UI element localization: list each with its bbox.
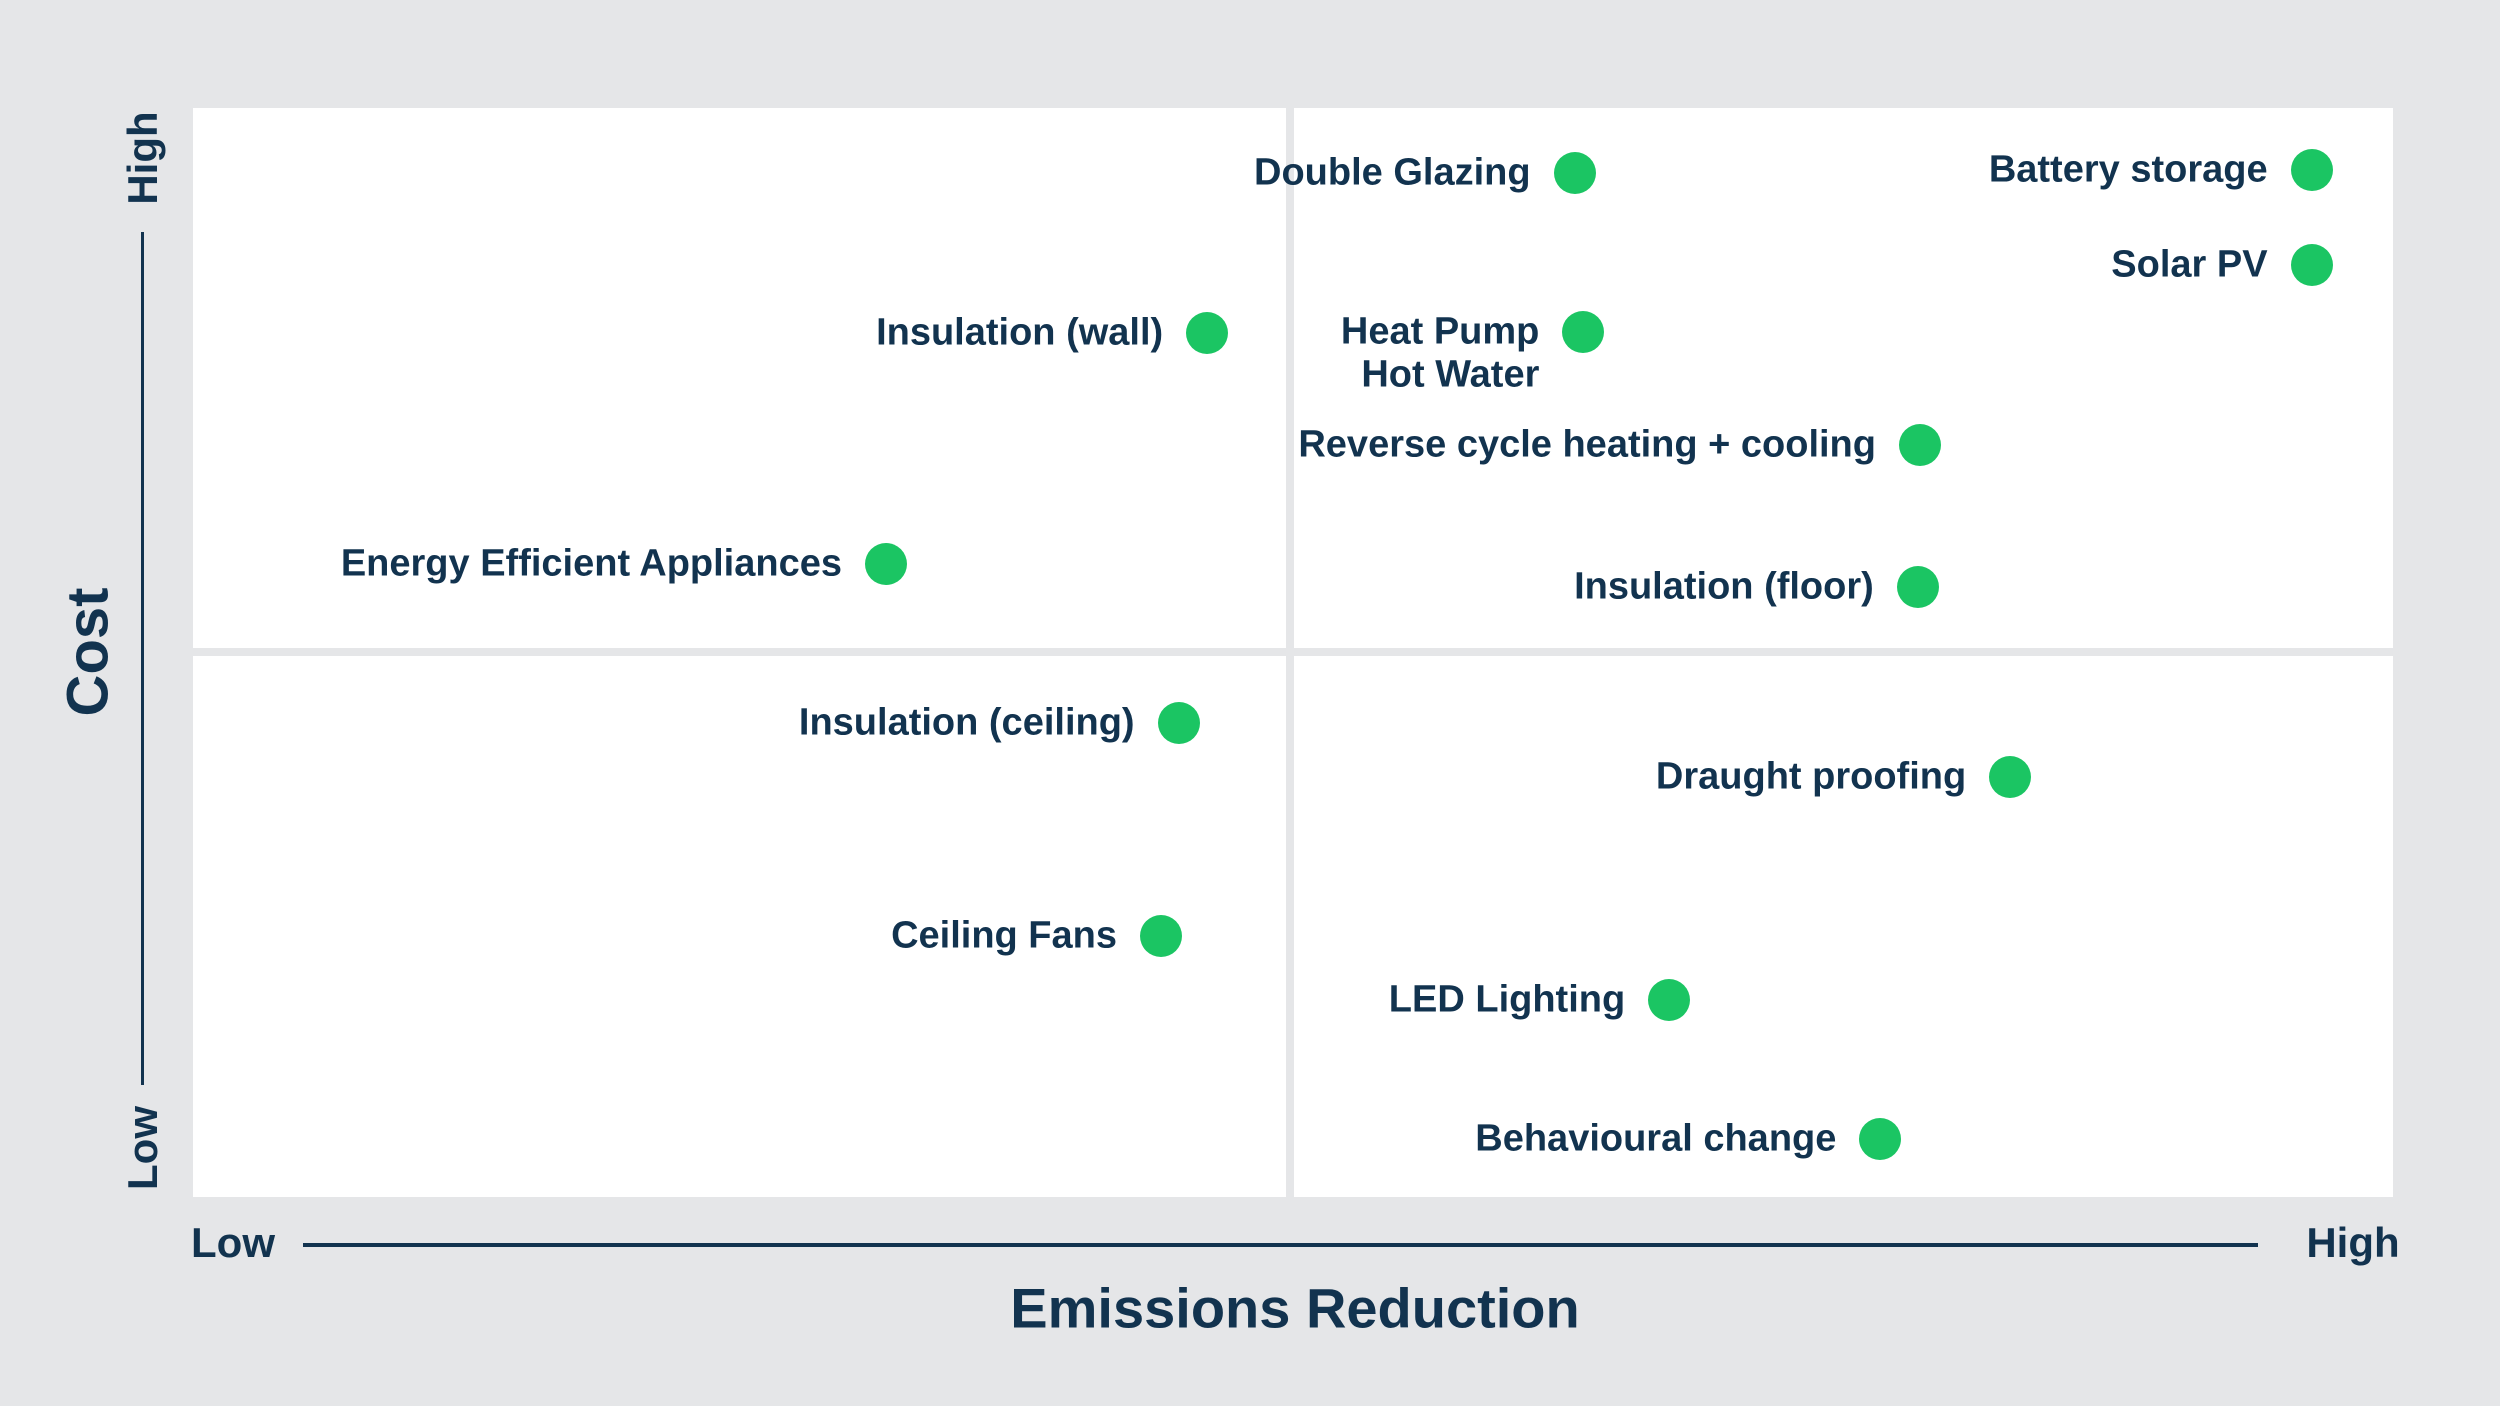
- data-point-label: Insulation (ceiling): [798, 702, 1135, 745]
- data-point-label: Reverse cycle heating + cooling: [1298, 423, 1876, 466]
- data-point-dot: [1140, 914, 1182, 957]
- data-point-label: Energy Efficient Appliances: [340, 543, 842, 586]
- data-point-label: Solar PV: [2111, 243, 2268, 286]
- data-point-dot: [1859, 1118, 1902, 1161]
- data-point-dot: [2290, 149, 2333, 192]
- data-point-label: LED Lighting: [1388, 978, 1626, 1021]
- data-point-dot: [1157, 702, 1200, 745]
- data-point-dot: [2290, 243, 2333, 286]
- y-axis-line: [141, 232, 144, 1085]
- x-axis-min-label: Low: [191, 1219, 275, 1266]
- data-point-dot: [1896, 566, 1939, 609]
- data-point-label: Insulation (floor): [1574, 565, 1874, 608]
- data-point-dot: [1899, 423, 1941, 466]
- data-point-label: Battery storage: [1988, 148, 2268, 191]
- y-axis-max-label: High: [119, 111, 166, 205]
- data-point-dot: [1186, 312, 1229, 355]
- data-point-label: Heat Pump Hot Water: [1340, 311, 1540, 396]
- data-point-dot: [1562, 311, 1605, 354]
- data-point-dot: [1648, 978, 1691, 1021]
- data-point-dot: [1553, 152, 1596, 195]
- data-point-label: Draught proofing: [1655, 755, 1967, 798]
- y-axis-min-label: Low: [119, 1106, 166, 1190]
- x-axis-title: Emissions Reduction: [1010, 1276, 1580, 1340]
- data-point-label: Behavioural change: [1475, 1118, 1837, 1161]
- data-point-label: Insulation (wall): [876, 312, 1164, 355]
- data-point-label: Double Glazing: [1254, 152, 1531, 195]
- data-point-dot: [1989, 755, 2032, 798]
- data-point-label: Ceiling Fans: [891, 914, 1117, 957]
- quadrant-divider-horizontal: [193, 648, 2393, 656]
- y-axis-title: Cost: [55, 587, 121, 717]
- x-axis-line: [303, 1243, 2258, 1247]
- data-point-dot: [865, 543, 907, 586]
- x-axis-max-label: High: [2306, 1219, 2400, 1266]
